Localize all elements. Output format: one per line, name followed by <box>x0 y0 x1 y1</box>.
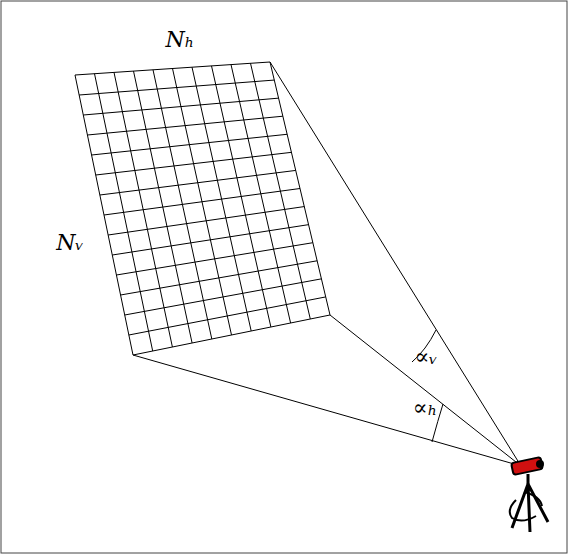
grid-line <box>87 116 282 135</box>
grid-line <box>96 152 292 175</box>
grid-line <box>121 261 318 295</box>
pixel-grid <box>75 62 330 355</box>
grid-line <box>133 315 330 355</box>
horizontal-angle-label: ∝ₕ <box>413 397 437 419</box>
grid-line <box>129 297 326 335</box>
grid-width-label: Nₕ <box>166 29 195 51</box>
grid-height-label: Nᵥ <box>56 232 83 254</box>
grid-line <box>116 243 312 275</box>
grid-line <box>125 279 322 315</box>
vertical-angle-label: ∝ᵥ <box>414 346 437 368</box>
grid-line <box>79 80 274 95</box>
grid-line <box>108 207 304 235</box>
grid-line <box>112 225 308 255</box>
grid-line <box>75 62 270 75</box>
grid-line <box>100 170 296 195</box>
grid-line <box>83 98 278 115</box>
grid-line <box>92 134 288 155</box>
view-lines <box>133 62 521 466</box>
scanner-symbol <box>510 457 548 532</box>
